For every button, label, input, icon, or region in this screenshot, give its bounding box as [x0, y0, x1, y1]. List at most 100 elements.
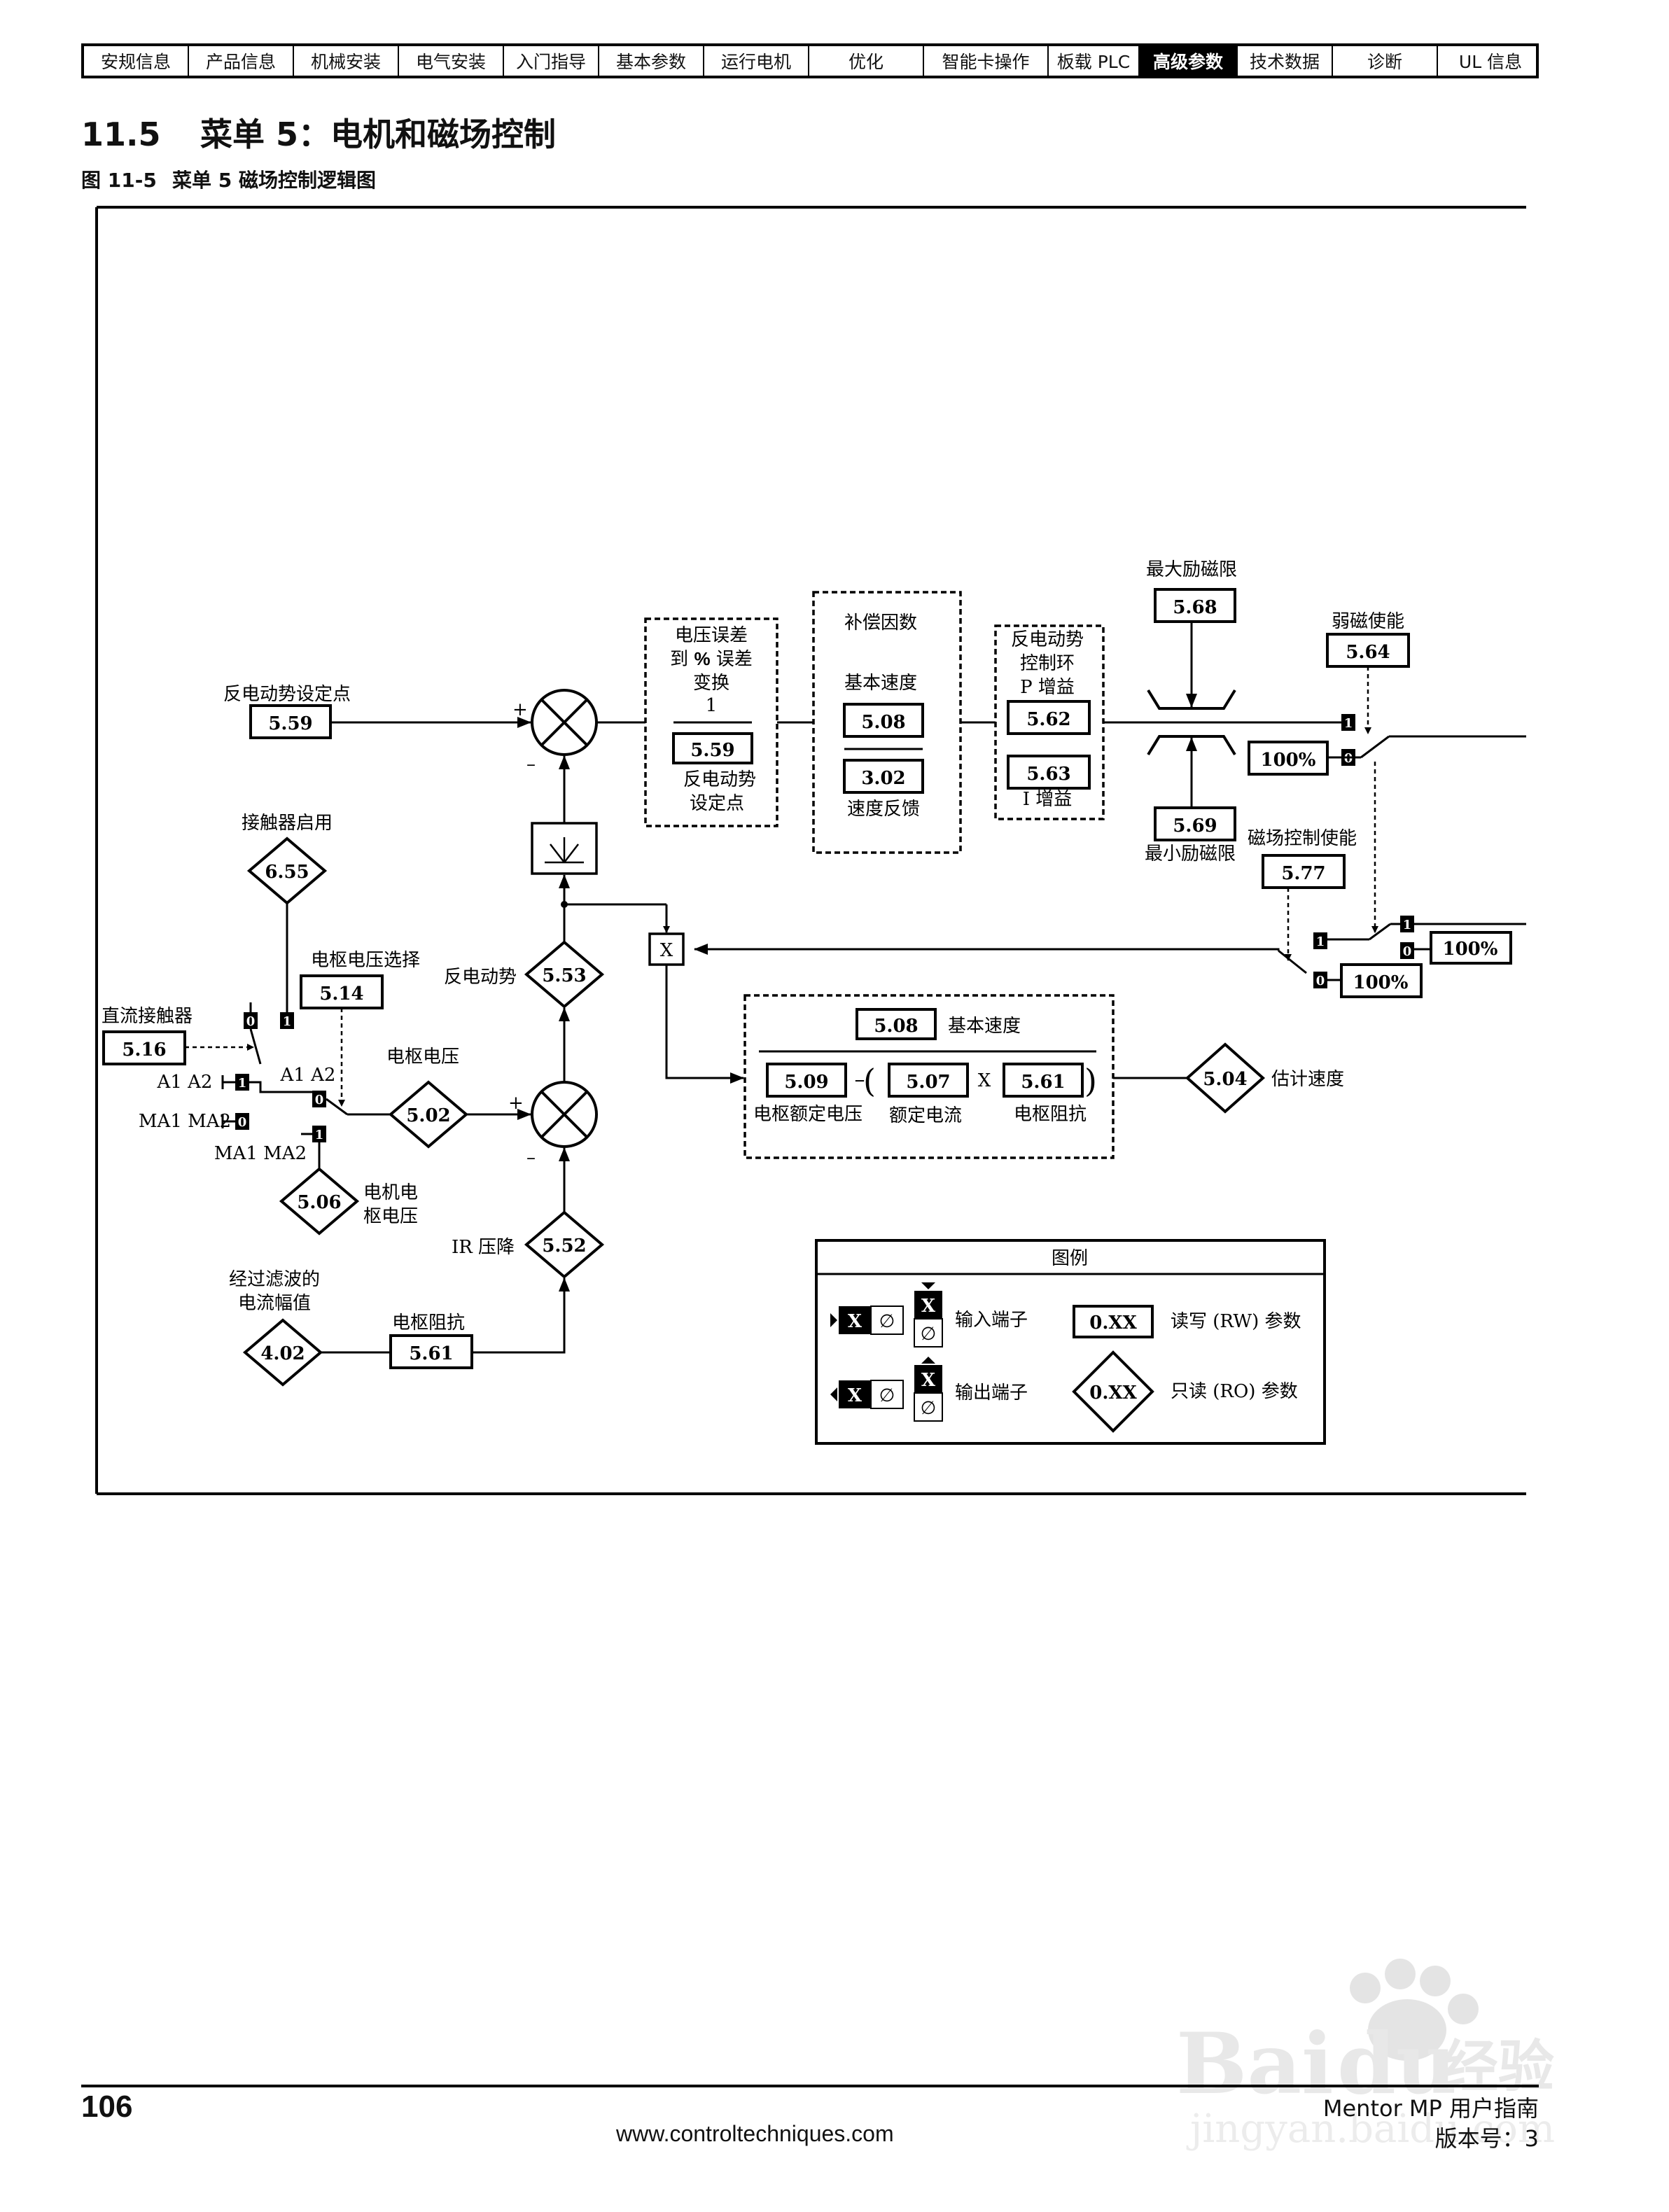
error-block-line2c: 误差	[711, 649, 753, 670]
armature-voltage-label: 电枢电压	[386, 1046, 459, 1068]
armsel-switch-1-text: 1	[315, 1128, 324, 1142]
motor-armature-line1: 电机电	[363, 1182, 418, 1203]
pi-p-param-box[interactable]	[1007, 700, 1091, 735]
feedback-switch-0-text: 0	[1403, 944, 1412, 959]
summing-junction-top	[531, 689, 598, 756]
legend-input-down-arrow-icon	[921, 1282, 935, 1289]
min-field-param-box[interactable]	[1154, 806, 1236, 841]
legend-rw-text: 0.XX	[1089, 1312, 1137, 1334]
comp-fb-param-box[interactable]	[843, 759, 924, 794]
filtered-current-line1: 经过滤波的	[229, 1269, 320, 1290]
legend-ro-text: 0.XX	[1089, 1382, 1137, 1404]
nav-tab-run-motor[interactable]: 运行电机	[704, 46, 809, 76]
field-limiter-symbol	[1147, 689, 1236, 756]
nav-tab-advanced-params[interactable]: 高级参数	[1140, 46, 1238, 76]
comp-fb-param: 3.02	[861, 768, 905, 789]
back-emf-diamond[interactable]	[524, 940, 605, 1009]
armsel-switch-0-text: 0	[315, 1093, 324, 1107]
legend-output-vx: X	[921, 1370, 936, 1391]
motor-armature-diamond[interactable]	[279, 1167, 360, 1236]
weakening-switch-blade	[1360, 735, 1390, 759]
est-rated-v-param-box[interactable]	[766, 1063, 847, 1098]
error-block-param-box[interactable]	[672, 732, 753, 764]
armature-select-param: 5.14	[319, 983, 363, 1004]
resistance-to-ir-line	[472, 1278, 570, 1354]
feedback-switch-1-text: 1	[1403, 918, 1412, 932]
est-rated-i-param-box[interactable]	[888, 1063, 969, 1098]
armature-select-label: 电枢电压选择	[311, 950, 420, 971]
contactor-enable-label: 接触器启用	[242, 813, 333, 834]
weakening-100-text: 100%	[1261, 750, 1316, 771]
pi-p-label: P 增益	[1020, 677, 1075, 698]
summer-bottom-plus: +	[508, 1093, 524, 1114]
nav-tab-optimize[interactable]: 优化	[809, 46, 924, 76]
svg-text:jingyan.baidu.com: jingyan.baidu.com	[1186, 2106, 1555, 2152]
footer-url-link[interactable]: www.controltechniques.com	[616, 2121, 894, 2146]
nav-tab-technical-data[interactable]: 技术数据	[1238, 46, 1333, 76]
est-speed-diamond[interactable]	[1185, 1042, 1266, 1114]
multiplier-to-estimator-line	[665, 965, 744, 1084]
armature-voltage-diamond[interactable]	[388, 1080, 469, 1149]
emf-setpoint-param: 5.59	[268, 713, 312, 734]
summer-bottom-minus: –	[526, 1147, 536, 1168]
est-res-param: 5.61	[1021, 1072, 1065, 1093]
dc-contactor-param-box[interactable]	[102, 1030, 186, 1065]
est-rated-v-label: 电枢额定电压	[753, 1104, 863, 1125]
field-enable-param: 5.77	[1281, 863, 1325, 884]
nav-tab-smartcard[interactable]: 智能卡操作	[924, 46, 1049, 76]
max-field-param: 5.68	[1173, 597, 1217, 618]
nav-tab-product[interactable]: 产品信息	[189, 46, 294, 76]
page-number: 106	[81, 2090, 133, 2124]
legend-output-vx-box	[914, 1365, 942, 1393]
nav-tab-ul-info[interactable]: UL 信息	[1458, 52, 1523, 72]
pi-line2: 控制环	[1020, 653, 1075, 674]
armature-resistance-label: 电枢阻抗	[392, 1312, 465, 1334]
est-rated-v-param: 5.09	[784, 1072, 828, 1093]
terminal-ma1ma2-switch-0	[235, 1113, 249, 1130]
pi-i-param-box[interactable]	[1007, 755, 1091, 790]
nav-tab-getting-started[interactable]: 入门指导	[504, 46, 599, 76]
armsel-switch-1	[312, 1126, 326, 1142]
dc-contactor-label: 直流接触器	[102, 1006, 193, 1027]
comp-base-param-box[interactable]	[843, 703, 924, 738]
nav-tab-diagnostics[interactable]: 诊断	[1333, 46, 1438, 76]
nav-tab-electrical[interactable]: 电气安装	[399, 46, 504, 76]
nav-tab-basic-params[interactable]: 基本参数	[599, 46, 704, 76]
error-block-param: 5.59	[690, 740, 734, 761]
est-minus: –	[855, 1068, 865, 1092]
max-field-label: 最大励磁限	[1146, 559, 1237, 580]
min-field-label: 最小励磁限	[1145, 844, 1236, 864]
feedback-switch-0	[1400, 942, 1414, 959]
filtered-current-diamond[interactable]	[242, 1318, 323, 1387]
legend-output-arrow-icon	[830, 1387, 837, 1401]
svg-text:经验: 经验	[1442, 2033, 1554, 2099]
rectifier-icon	[545, 837, 584, 864]
terminal-a1a2-left-label: A1 A2	[157, 1072, 213, 1093]
terminal-ma1ma2-left-label: MA1 MA2	[139, 1111, 231, 1132]
diagram-frame	[95, 206, 1526, 1495]
nav-tab-safety[interactable]: 安规信息	[84, 46, 189, 76]
legend-output-x: X	[848, 1385, 863, 1406]
nav-tab-mechanical[interactable]: 机械安装	[294, 46, 399, 76]
est-res-param-box[interactable]	[1003, 1063, 1084, 1098]
legend-output-vnull: ∅	[921, 1398, 937, 1419]
error-block-cap2: 设定点	[690, 793, 744, 814]
est-base-param-box[interactable]	[856, 1008, 937, 1040]
error-block-line3: 变换	[693, 673, 729, 694]
pi-p-param: 5.62	[1026, 709, 1070, 730]
legend-output-vnull-box	[914, 1392, 943, 1422]
feedback-switch-blade	[1369, 923, 1391, 941]
section-title-text: 菜单 5：电机和磁场控制	[200, 115, 557, 153]
terminal-a1a2-switch-1-text: 1	[238, 1076, 247, 1091]
max-field-param-box[interactable]	[1154, 588, 1236, 623]
chapter-nav-bar: 安规信息 产品信息 机械安装 电气安装 入门指导 基本参数 运行电机 优化 智能…	[81, 43, 1539, 78]
ir-drop-diamond[interactable]	[524, 1210, 605, 1279]
comp-fb-label: 速度反馈	[847, 799, 920, 820]
nav-tab-onboard-plc[interactable]: 板载 PLC	[1049, 46, 1140, 76]
field-enable-param-box[interactable]	[1262, 854, 1346, 889]
enable-100-text: 100%	[1353, 972, 1409, 993]
contactor-switch-blade	[249, 1028, 262, 1065]
error-block-line2: 到 % 误差	[670, 648, 753, 670]
